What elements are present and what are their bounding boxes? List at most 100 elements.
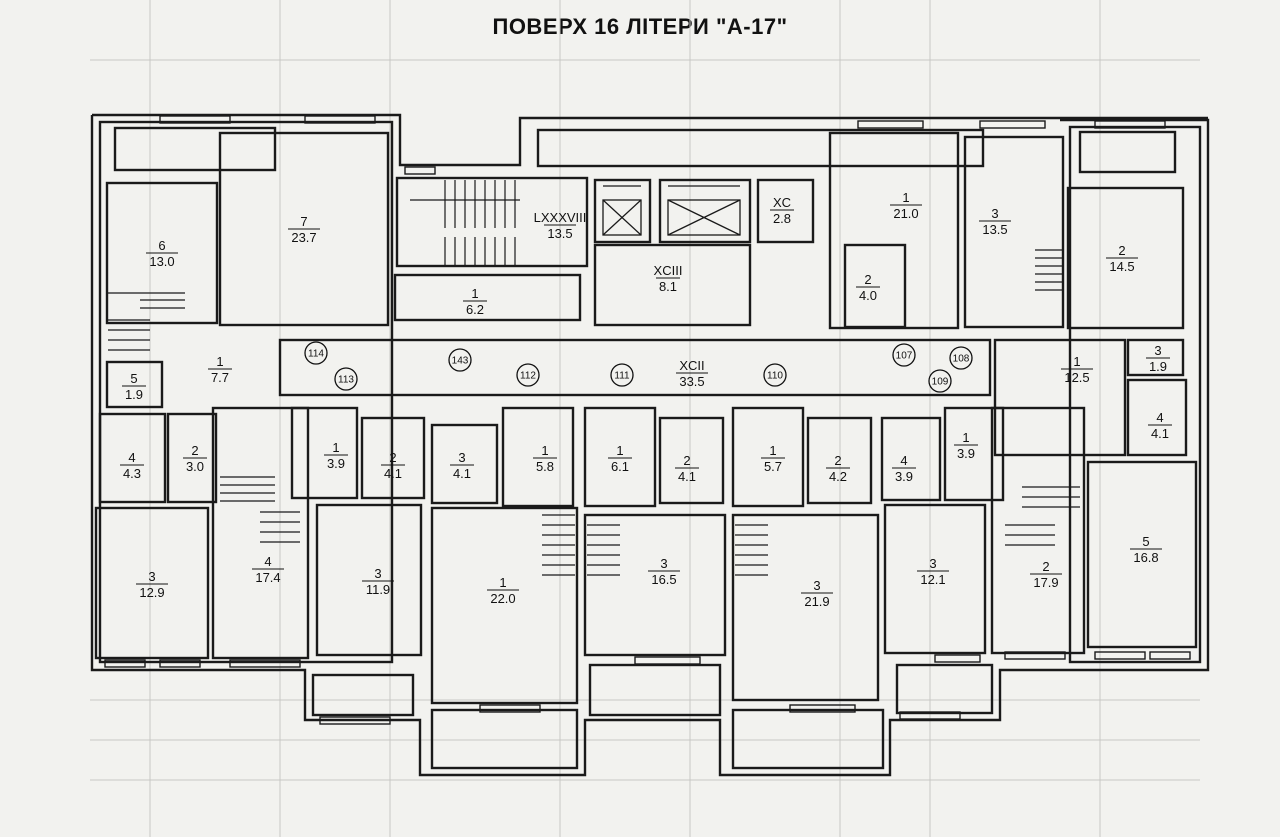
- room-number: 1: [471, 286, 478, 301]
- room-number: 2: [683, 453, 690, 468]
- room-number: 3: [929, 556, 936, 571]
- stair-core-top: [410, 180, 520, 265]
- room-label-1-a112-big: 122.0: [487, 575, 519, 606]
- room-label-1-left-hall: 17.7: [208, 354, 232, 385]
- room-label-2-right: 214.5: [1106, 243, 1138, 274]
- room-area: 4.1: [384, 466, 402, 481]
- room-area: 17.4: [255, 570, 280, 585]
- room-area: 12.9: [139, 585, 164, 600]
- room-number: 4: [1156, 410, 1163, 425]
- apartment-marker-107: 107: [892, 343, 916, 367]
- stair-right: [1035, 249, 1062, 291]
- apartment-marker-110: 110: [763, 363, 787, 387]
- marker-circle: [334, 367, 358, 391]
- walls: [90, 113, 1210, 777]
- apartment-marker-111: 111: [610, 363, 634, 387]
- room-area: 4.0: [859, 288, 877, 303]
- room-area: 6.2: [466, 302, 484, 317]
- room-area: 2.8: [773, 211, 791, 226]
- room-label-2-a113: 24.1: [381, 450, 405, 481]
- room-label-1-a111: 16.1: [608, 443, 632, 474]
- room-number: 1: [769, 443, 776, 458]
- room-label-3-a112: 34.1: [450, 450, 474, 481]
- room-area: 4.1: [1151, 426, 1169, 441]
- room-number: 1: [616, 443, 623, 458]
- room-label-3-right-top: 313.5: [979, 206, 1011, 237]
- room-number: XCIII: [654, 263, 683, 278]
- marker-number: 109: [932, 377, 949, 388]
- apartment-marker-143: 143: [448, 348, 472, 372]
- room-number: 2: [834, 453, 841, 468]
- room-number: 1: [541, 443, 548, 458]
- room-label-3-a110: 321.9: [801, 578, 833, 609]
- room-label-1-a110: 15.7: [761, 443, 785, 474]
- room-label-2-a109: 217.9: [1030, 559, 1062, 590]
- room-number: 5: [1142, 534, 1149, 549]
- marker-number: 114: [308, 349, 324, 360]
- room-area: 14.5: [1109, 259, 1134, 274]
- room-area: 11.9: [366, 582, 390, 597]
- marker-circle: [949, 346, 973, 370]
- room-label-3-left: 312.9: [136, 569, 168, 600]
- room-area: 13.5: [547, 226, 572, 241]
- room-label-1-right-top: 121.0: [890, 190, 922, 221]
- marker-number: 113: [338, 375, 354, 386]
- windows: [104, 115, 1191, 725]
- room-number: 1: [499, 575, 506, 590]
- room-area: 4.1: [678, 469, 696, 484]
- room-area: 6.1: [611, 459, 629, 474]
- room-area: 23.7: [291, 230, 316, 245]
- room-area: 5.7: [764, 459, 782, 474]
- room-number: 3: [660, 556, 667, 571]
- lift-shafts: [602, 185, 741, 236]
- marker-number: 112: [520, 371, 536, 382]
- room-number: 2: [1042, 559, 1049, 574]
- room-area: 13.0: [149, 254, 174, 269]
- room-labels: 613.0723.751.917.744.323.0312.9417.413.9…: [120, 190, 1172, 609]
- room-number: 2: [191, 443, 198, 458]
- room-number: 1: [216, 354, 223, 369]
- room-area: 3.9: [327, 456, 345, 471]
- room-area: 21.0: [893, 206, 918, 221]
- room-label-3-a109: 312.1: [917, 556, 949, 587]
- room-area: 4.1: [453, 466, 471, 481]
- apartment-marker-113: 113: [334, 367, 358, 391]
- marker-number: 110: [767, 371, 783, 382]
- room-number: 3: [813, 578, 820, 593]
- room-label-4-stair-left: 417.4: [252, 554, 284, 585]
- room-label-3-a113: 311.9: [362, 566, 394, 597]
- room-label-1-a113: 13.9: [324, 440, 348, 471]
- stair-a111: [587, 514, 620, 576]
- room-number: 1: [962, 430, 969, 445]
- marker-circle: [763, 363, 787, 387]
- room-area: 33.5: [679, 374, 704, 389]
- room-label-1-a109: 13.9: [954, 430, 978, 461]
- room-label-3-a111: 316.5: [648, 556, 680, 587]
- marker-circle: [448, 348, 472, 372]
- apartment-marker-108: 108: [949, 346, 973, 370]
- room-label-4-right: 44.1: [1148, 410, 1172, 441]
- room-number: XC: [773, 195, 791, 210]
- apartment-marker-112: 112: [516, 363, 540, 387]
- room-area: 1.9: [1149, 359, 1167, 374]
- room-label-1-right-hall: 112.5: [1061, 354, 1093, 385]
- room-label-XC: XC2.8: [770, 195, 794, 226]
- room-area: 1.9: [125, 387, 143, 402]
- room-area: 16.8: [1133, 550, 1158, 565]
- room-label-2-a110: 24.2: [826, 453, 850, 484]
- room-area: 22.0: [490, 591, 515, 606]
- room-label-6-left: 613.0: [146, 238, 178, 269]
- marker-number: 107: [896, 351, 913, 362]
- room-area: 3.9: [895, 469, 913, 484]
- room-area: 12.1: [920, 572, 945, 587]
- room-area: 21.9: [804, 594, 829, 609]
- room-number: 3: [458, 450, 465, 465]
- room-area: 17.9: [1033, 575, 1058, 590]
- room-label-1-core: 16.2: [463, 286, 487, 317]
- room-label-1-a112: 15.8: [533, 443, 557, 474]
